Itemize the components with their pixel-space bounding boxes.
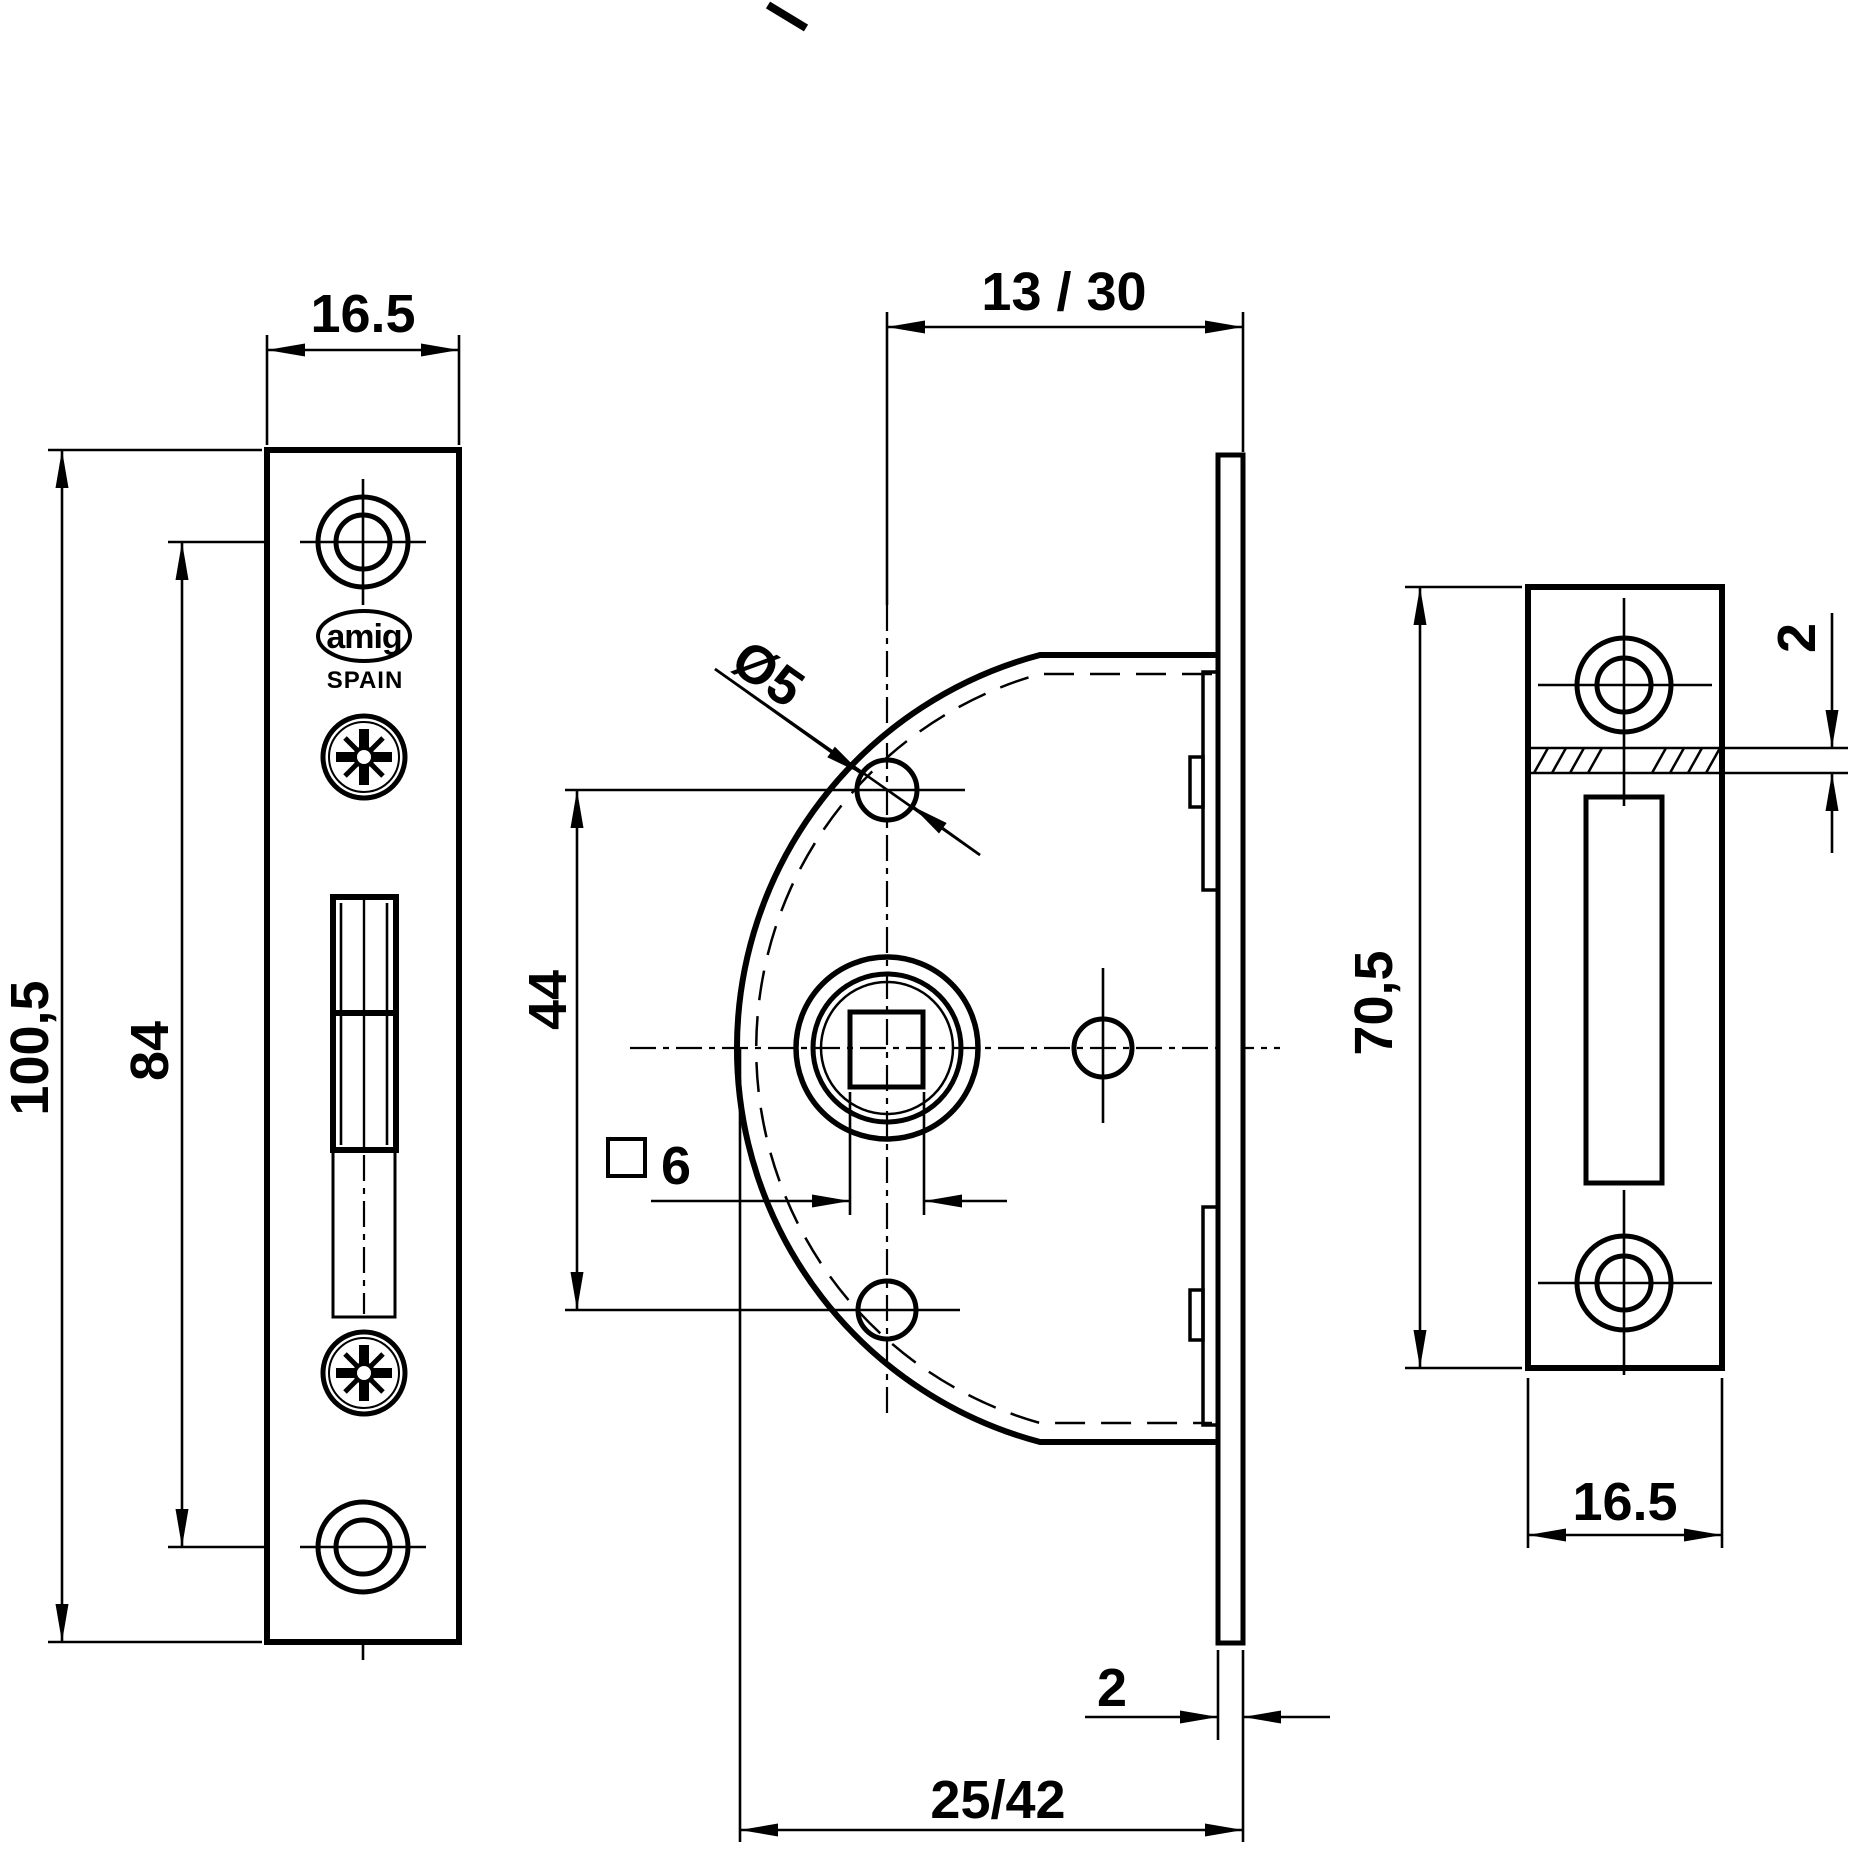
spindle-hub (793, 954, 981, 1142)
stray-mark (765, 1, 809, 32)
faceplate-hook-bottom (1188, 1205, 1218, 1427)
square-symbol-icon (606, 1137, 647, 1178)
dim-spindle-size: 6 (661, 1136, 691, 1196)
side-view: 13 / 30 Ø5 44 6 2 25/42 (518, 262, 1330, 1842)
bottom-screw-hole (855, 1278, 919, 1342)
dim-faceplate-thickness: 2 (1097, 1658, 1127, 1718)
screw-hole-top-icon (300, 479, 426, 605)
brand-country-text: SPAIN (327, 667, 404, 694)
strike-screw-hole-top-icon (1538, 598, 1712, 806)
side-fixing-hole (1071, 1016, 1135, 1080)
brand-logo: amig (316, 609, 412, 663)
dim-front-width: 16.5 (310, 284, 415, 344)
dim-strike-height: 70,5 (1344, 950, 1404, 1055)
dim-hole-spacing: 44 (518, 970, 578, 1030)
pozidriv-screw-bottom-icon (320, 1329, 408, 1417)
faceplate-hook-top (1188, 670, 1218, 892)
screw-hole-bottom-icon (300, 1499, 426, 1595)
body-inner-dashed-line (754, 672, 1212, 1425)
dim-backset: 13 / 30 (981, 262, 1146, 322)
hole-diameter-leader (714, 667, 981, 857)
dim-strike-width: 16.5 (1572, 1472, 1677, 1532)
faceplate-section (1215, 452, 1246, 1646)
front-view: amig SPAIN (0, 284, 462, 1660)
top-screw-hole (854, 757, 920, 823)
pozidriv-screw-top-icon (320, 713, 408, 801)
dim-body-depth: 25/42 (930, 1770, 1065, 1830)
hatched-edge-band (1528, 746, 1722, 775)
dim-front-height: 100,5 (0, 980, 60, 1115)
spindle-square-hole (847, 1009, 926, 1090)
strike-screw-hole-bottom-icon (1538, 1190, 1712, 1375)
dim-screw-spacing: 84 (120, 1021, 180, 1081)
dim-strike-offset: 2 (1767, 623, 1827, 653)
latch-bolt (330, 894, 399, 1319)
lock-body-outline (733, 652, 1218, 1445)
strike-mortise-slot (1583, 794, 1665, 1186)
strike-plate-view: 2 70,5 16.5 (1344, 584, 1848, 1548)
brand-logo-text: amig (326, 618, 401, 656)
